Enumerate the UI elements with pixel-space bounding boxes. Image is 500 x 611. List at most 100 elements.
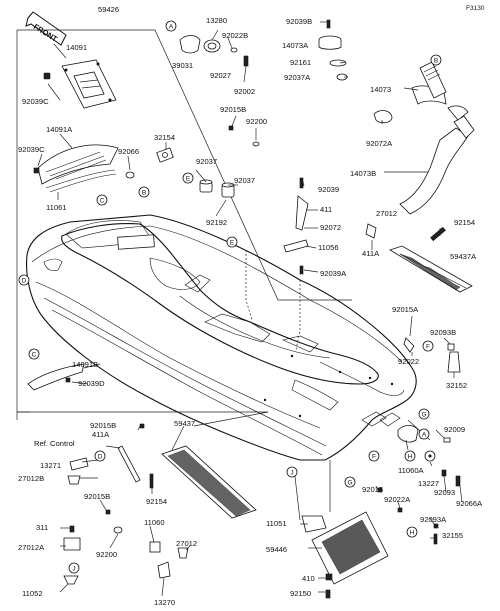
callout-A-2: A — [422, 432, 427, 439]
part-411A-b — [117, 445, 141, 483]
bolt-92093B — [447, 343, 455, 351]
part-labels: 59426 14091 92039C 14091A 92039C 11061 9… — [18, 5, 483, 607]
label-11060: 11060 — [144, 518, 165, 527]
label-92066A: 92066A — [456, 499, 483, 508]
callout-C-2: C — [32, 352, 37, 359]
part-27012A — [63, 537, 81, 551]
washer-92022A — [397, 507, 403, 513]
label-92027: 92027 — [210, 71, 231, 80]
washer-92015B-c — [105, 509, 111, 515]
label-11052: 11052 — [22, 589, 43, 598]
bolt-92093 — [441, 469, 447, 477]
label-39031: 39031 — [172, 61, 193, 70]
callout-E-2: E — [230, 240, 235, 247]
label-32152: 32152 — [446, 381, 467, 390]
rubber-92037-b — [221, 182, 235, 198]
label-27012A: 27012A — [18, 543, 45, 552]
label-32154: 32154 — [154, 133, 175, 142]
label-92037-a: 92037 — [196, 157, 217, 166]
label-92039: 92039 — [318, 185, 339, 194]
callout-B-1: B — [434, 58, 438, 65]
label-92015B-b: 92015B — [90, 421, 116, 430]
grate-59437 — [161, 445, 257, 519]
part-11060A — [397, 425, 419, 443]
washer-92015B-b — [139, 423, 145, 429]
bolt-92039D — [65, 377, 71, 383]
part-11052 — [63, 575, 79, 585]
label-411A-b: 411A — [92, 430, 110, 439]
part-92066A — [455, 475, 461, 487]
label-27012-b: 27012 — [176, 539, 197, 548]
label-92015B-a: 92015B — [220, 105, 246, 114]
part-39031-boot — [179, 35, 201, 54]
callout-D-1: D — [22, 278, 27, 285]
part-13271 — [69, 457, 89, 471]
ref-control-label: Ref. Control — [34, 439, 75, 448]
label-92009: 92009 — [444, 425, 465, 434]
grate-59446 — [311, 511, 389, 585]
label-27012-a: 27012 — [376, 209, 397, 218]
washer-92022 — [403, 337, 415, 353]
label-92039C-a: 92039C — [22, 97, 49, 106]
label-14091: 14091 — [66, 43, 87, 52]
label-92039B: 92039B — [286, 17, 312, 26]
frame-lines — [16, 29, 352, 420]
part-311 — [69, 525, 75, 533]
part-27012B — [67, 475, 81, 485]
bolt-92039C-a — [43, 72, 51, 80]
washer-92015B-a — [228, 125, 234, 131]
part-13227 — [424, 450, 436, 462]
callouts: A B C B E D E C F G A H F G D J H J — [18, 20, 442, 574]
label-27012B: 27012B — [18, 474, 44, 483]
label-14073A: 14073A — [282, 41, 309, 50]
part-14091B — [27, 363, 85, 391]
label-32155: 32155 — [442, 531, 463, 540]
label-92015B-c: 92015B — [84, 492, 110, 501]
label-13227: 13227 — [418, 479, 439, 488]
bolt-92154-b — [149, 473, 154, 489]
label-59426: 59426 — [98, 5, 119, 14]
part-14091-plate — [61, 59, 117, 109]
callout-B-2: B — [142, 190, 146, 197]
label-92002: 92002 — [234, 87, 255, 96]
label-59446: 59446 — [266, 545, 287, 554]
label-92037-b: 92037 — [234, 176, 255, 185]
washer-92009 — [443, 437, 451, 443]
callout-E-1: E — [186, 176, 191, 183]
hull — [26, 214, 417, 461]
label-92022A: 92022A — [384, 495, 411, 504]
clamp-92072A — [373, 110, 393, 124]
label-92072: 92072 — [320, 223, 341, 232]
part-27012-clip — [365, 223, 377, 239]
label-92093: 92093 — [434, 488, 455, 497]
label-14073B: 14073B — [350, 169, 376, 178]
hose-14073B — [399, 105, 475, 215]
callout-D-2: D — [98, 454, 103, 461]
callout-J-2: J — [72, 566, 75, 573]
leader-lines — [37, 21, 463, 597]
callout-G-1: G — [421, 412, 426, 419]
callout-H-1: H — [408, 454, 413, 461]
label-92154-b: 92154 — [146, 497, 167, 506]
label-11061: 11061 — [46, 203, 67, 212]
figure-code: F3130 — [466, 5, 485, 12]
callout-F-2: F — [372, 454, 376, 461]
label-92192: 92192 — [206, 218, 227, 227]
label-11060A: 11060A — [398, 466, 425, 475]
part-13270 — [157, 561, 171, 579]
label-92039A: 92039A — [320, 269, 347, 278]
label-59437A: 59437A — [450, 252, 477, 261]
callout-A-1: A — [169, 24, 174, 31]
label-92037A: 92037A — [284, 73, 311, 82]
cap-14073A — [318, 19, 342, 50]
bolt-92154-a — [430, 226, 446, 242]
label-411-a: 411 — [320, 205, 332, 214]
label-92015: 92015 — [362, 485, 383, 494]
part-14091A-cover — [37, 144, 119, 185]
washer-92200-b — [113, 526, 123, 534]
part-411-bracket — [283, 177, 309, 253]
part-32152 — [447, 351, 461, 373]
label-92150: 92150 — [290, 589, 311, 598]
part-32155 — [433, 533, 438, 545]
